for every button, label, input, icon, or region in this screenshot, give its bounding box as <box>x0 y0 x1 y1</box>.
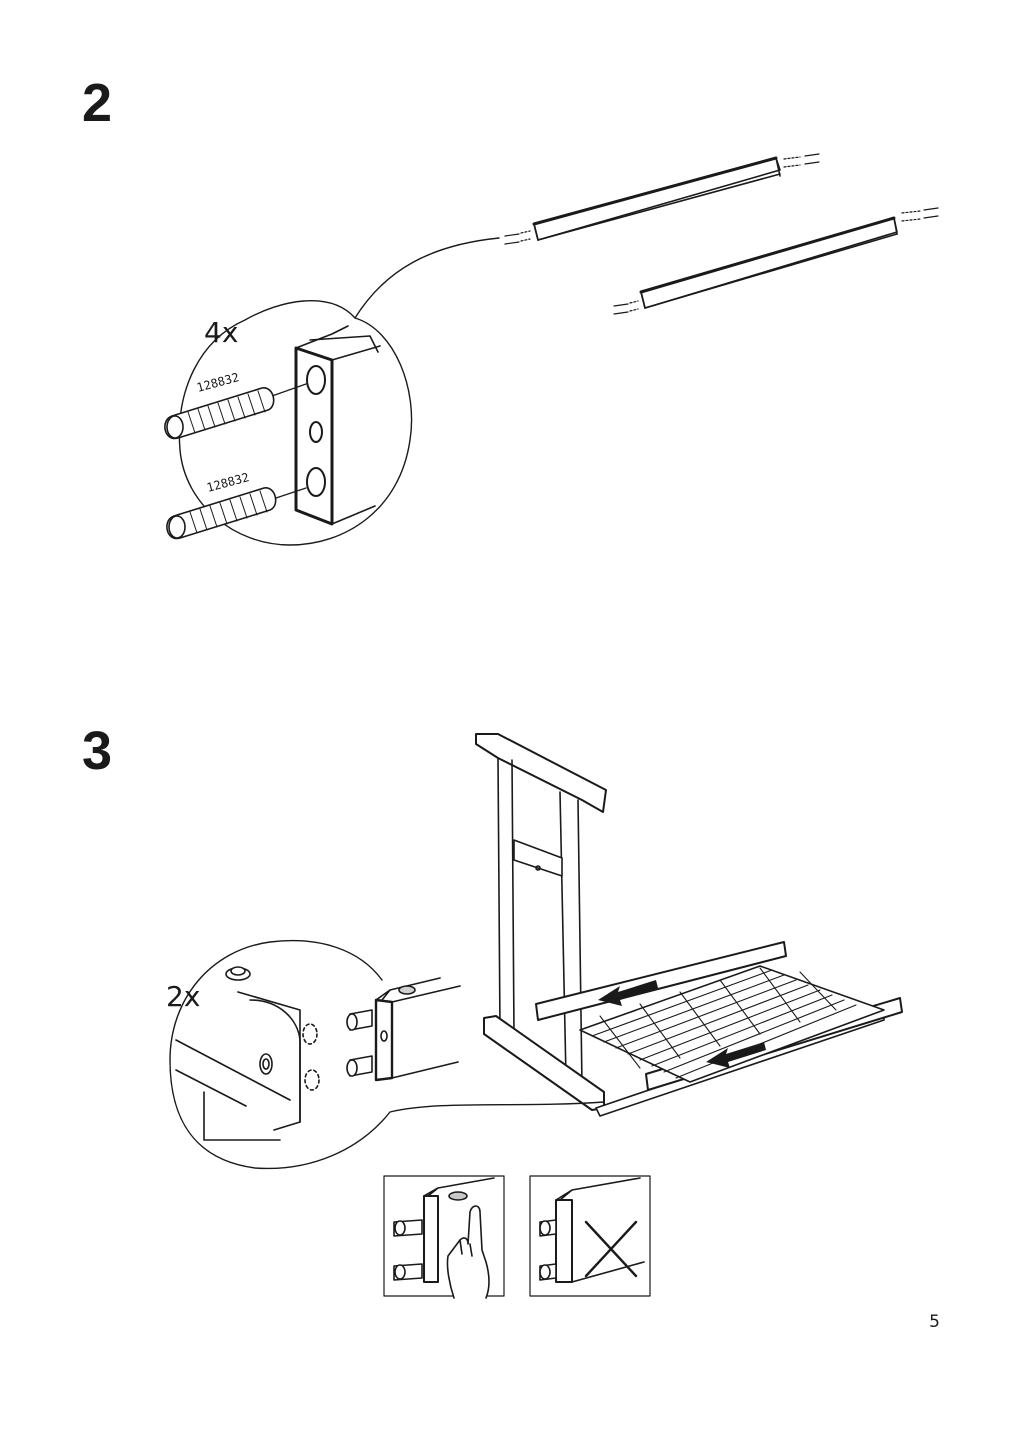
zoom-callout-step3 <box>169 939 605 1170</box>
rail-end-closeup <box>374 977 461 1082</box>
step-2-quantity: 4x <box>204 316 239 349</box>
rail-lower <box>639 216 898 309</box>
step-2-number: 2 <box>82 73 113 133</box>
zoom-callout-step2 <box>178 237 500 546</box>
trestle-frame <box>475 733 607 1087</box>
step-3-number: 3 <box>82 721 113 781</box>
dowel-markers <box>504 153 939 315</box>
dowel-icon <box>346 1009 373 1077</box>
dowel-icon <box>166 487 307 540</box>
rail-end-closeup <box>294 325 381 526</box>
arrow-left-icon <box>598 980 658 1006</box>
slatted-shelf <box>483 941 903 1117</box>
arrow-left-icon <box>706 1042 766 1068</box>
dowel-icon <box>164 383 307 440</box>
cross-icon <box>584 1220 638 1278</box>
hand-press-icon <box>446 1205 490 1299</box>
rail-upper <box>532 156 781 241</box>
page-number: 5 <box>929 1312 940 1332</box>
leg-end-closeup <box>175 966 320 1141</box>
check-incorrect-box <box>529 1175 651 1297</box>
part-number-label: 128832 <box>195 370 241 395</box>
part-number-label: 128832 <box>205 470 251 495</box>
check-correct-box <box>383 1175 505 1299</box>
